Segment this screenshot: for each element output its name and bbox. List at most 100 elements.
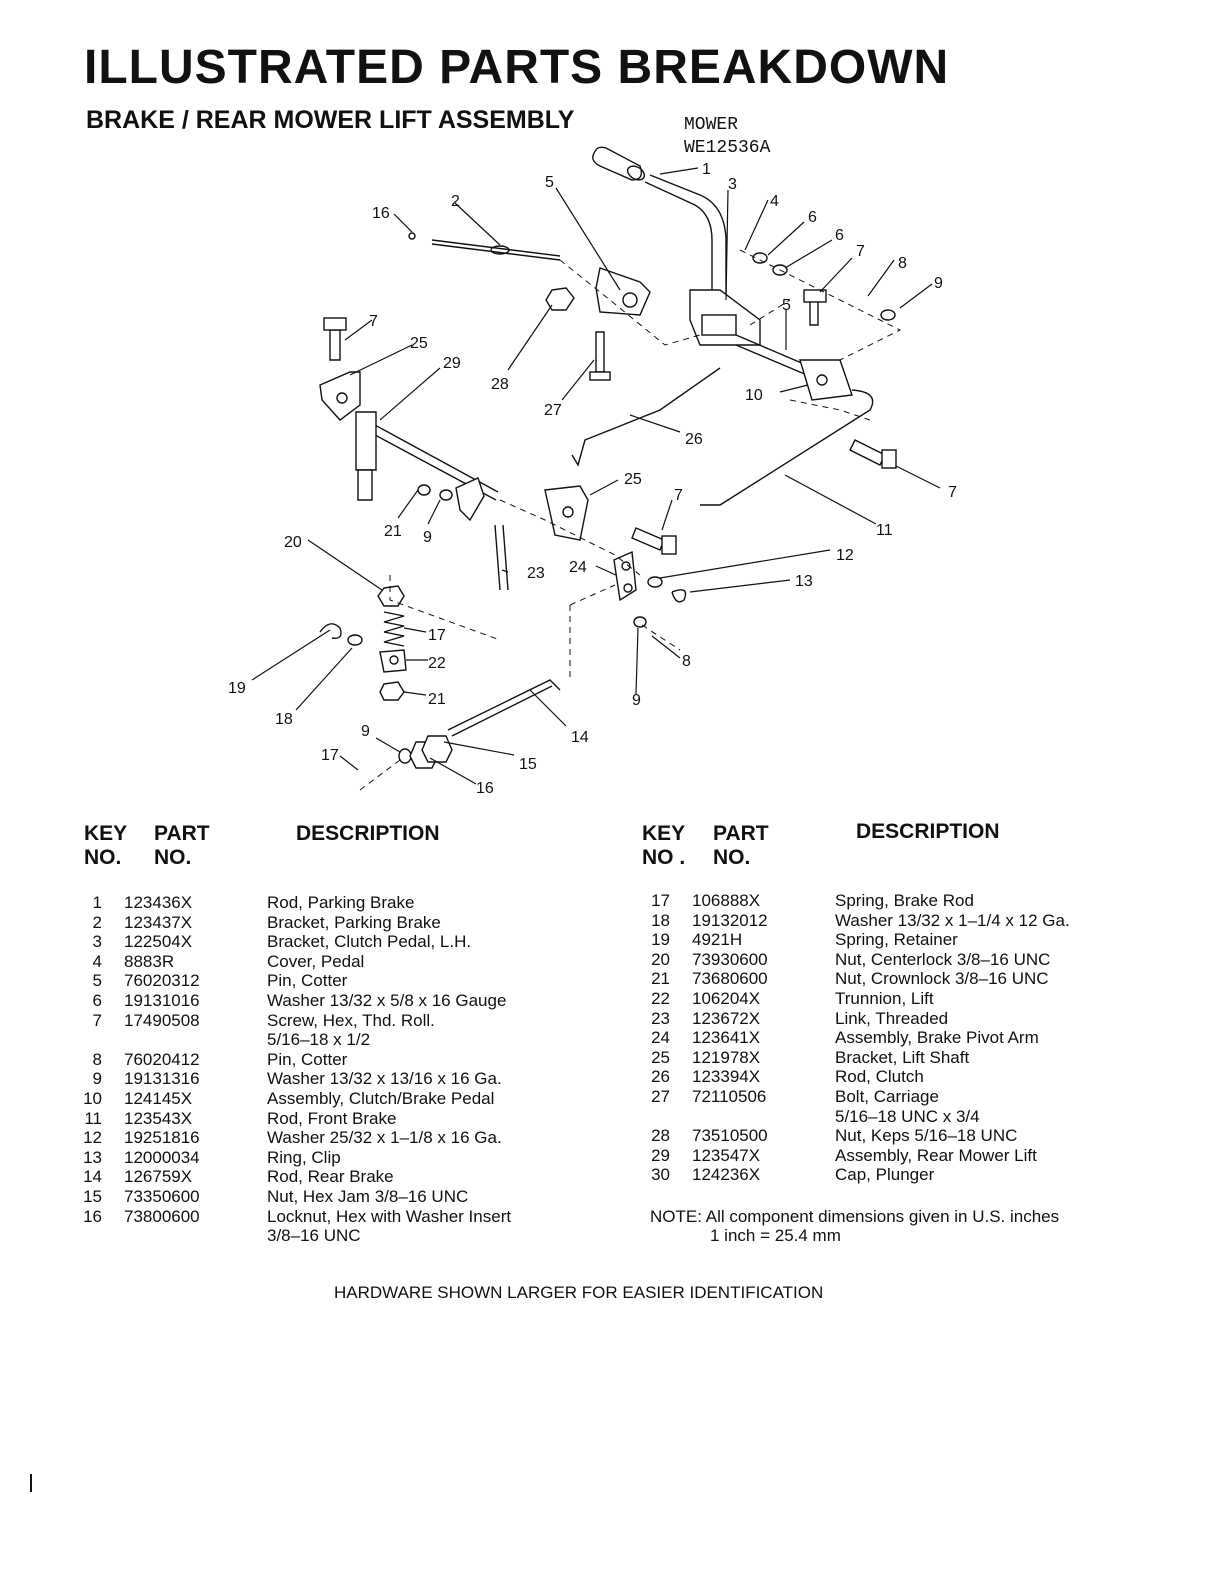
callout-20: 20 — [284, 534, 302, 551]
callout-28: 28 — [491, 376, 509, 393]
parts-table-row: 7 17490508 Screw, Hex, Thd. Roll. — [72, 1011, 511, 1031]
description-cell: Bracket, Clutch Pedal, L.H. — [267, 932, 472, 952]
description-cell: Rod, Clutch — [835, 1067, 924, 1087]
key-no-cell: 14 — [83, 1167, 102, 1187]
callout-24: 24 — [569, 559, 587, 576]
part-no-cell: 73680600 — [692, 969, 768, 989]
part-no-cell: 73350600 — [124, 1186, 200, 1206]
callout-6-lower: 6 — [835, 227, 844, 244]
callout-8-lower: 8 — [682, 653, 691, 670]
callout-9-mid: 9 — [423, 529, 432, 546]
key-no-cell: 9 — [92, 1069, 102, 1089]
key-no-cell: 10 — [83, 1088, 102, 1108]
callout-15: 15 — [519, 756, 537, 773]
leader-lines — [251, 167, 941, 785]
part-no-cell: 19251816 — [124, 1128, 200, 1148]
description-cell: Nut, Crownlock 3/8–16 UNC — [835, 969, 1049, 989]
hex-screw-center — [631, 527, 665, 551]
part-no-cell: 123672X — [692, 1008, 761, 1028]
description-cell: Screw, Hex, Thd. Roll. — [267, 1010, 435, 1030]
callout-23: 23 — [527, 565, 545, 582]
description-cell: Locknut, Hex with Washer Insert — [267, 1206, 512, 1226]
callout-labels: 1 3 2 5 4 6 6 7 8 9 5 10 16 7 25 29 28 2… — [228, 161, 957, 797]
key-no-cell: 16 — [83, 1206, 102, 1226]
part-no-cell: 73930600 — [692, 949, 768, 969]
clutch-pedal-bracket — [644, 174, 727, 301]
callout-25-center: 25 — [624, 471, 642, 488]
description-cell: 5/16–18 x 1/2 — [267, 1030, 371, 1050]
left-part-header: PART NO. — [154, 822, 210, 870]
diagram-parts — [319, 146, 897, 769]
part-no-cell: 73800600 — [124, 1206, 200, 1226]
description-cell: Nut, Centerlock 3/8–16 UNC — [835, 949, 1051, 969]
dimensions-note: NOTE: All component dimensions given in … — [650, 1207, 1059, 1245]
part-no-cell: 17490508 — [124, 1010, 200, 1030]
description-cell: Link, Threaded — [835, 1008, 949, 1028]
model-number: WE12536A — [684, 138, 771, 158]
key-no-cell: 12 — [83, 1128, 102, 1148]
parts-table-row: 5/16–18 x 1/2 — [72, 1030, 511, 1050]
description-cell: Trunnion, Lift — [835, 988, 934, 1008]
callout-25-left: 25 — [410, 335, 428, 352]
front-brake-rod — [700, 389, 874, 506]
left-key-header: KEY NO. — [84, 822, 127, 870]
hex-screw-right — [849, 439, 886, 466]
callout-12: 12 — [836, 547, 854, 564]
callout-7-left: 7 — [369, 313, 378, 330]
description-cell: Washer 13/32 x 5/8 x 16 Gauge — [267, 990, 507, 1010]
part-no-cell: 123437X — [124, 912, 193, 932]
callout-21-lower: 21 — [428, 691, 446, 708]
lift-shaft-bracket-left — [319, 371, 361, 421]
callout-19: 19 — [228, 680, 246, 697]
clutch-rod — [571, 367, 721, 467]
part-header-line2-right: NO. — [713, 846, 751, 869]
description-cell: Bolt, Carriage — [835, 1086, 939, 1106]
key-no-cell: 28 — [651, 1126, 670, 1146]
key-no-cell: 2 — [92, 912, 102, 932]
callout-27: 27 — [544, 402, 562, 419]
key-header-line1: KEY — [84, 822, 128, 845]
key-no-cell: 17 — [651, 891, 670, 910]
callout-13: 13 — [795, 573, 813, 590]
part-no-cell: 126759X — [124, 1167, 193, 1187]
note-line-2: 1 inch = 25.4 mm — [710, 1226, 841, 1245]
key-no-cell: 22 — [651, 988, 670, 1008]
part-no-cell: 124145X — [124, 1088, 193, 1108]
part-header-line1-right: PART — [713, 822, 769, 845]
key-no-cell — [72, 1030, 124, 1050]
model-line-1: MOWER — [684, 115, 739, 135]
callout-17-lower: 17 — [321, 747, 339, 764]
left-description-header: DESCRIPTION — [296, 822, 440, 845]
callout-3: 3 — [728, 176, 737, 193]
key-no-cell: 27 — [651, 1086, 670, 1106]
callout-14: 14 — [571, 729, 589, 746]
part-no-cell: 124236X — [692, 1165, 761, 1185]
callout-2: 5 — [545, 174, 554, 191]
part-no-cell — [692, 1107, 835, 1127]
lift-trunnion — [379, 649, 407, 673]
part-no-cell: 72110506 — [692, 1086, 767, 1106]
part-no-cell: 8883R — [124, 951, 175, 971]
description-cell: Ring, Clip — [267, 1147, 341, 1167]
callout-7-center: 7 — [674, 487, 683, 504]
rear-brake-rod — [447, 679, 561, 737]
key-no-cell: 3 — [92, 932, 102, 952]
part-no-cell: 76020412 — [124, 1049, 200, 1069]
key-no-cell: 19 — [651, 930, 670, 950]
part-no-cell: 19131316 — [124, 1069, 200, 1089]
key-no-cell: 7 — [92, 1010, 102, 1030]
callout-21-upper: 21 — [384, 523, 402, 540]
description-cell: Nut, Keps 5/16–18 UNC — [835, 1126, 1018, 1146]
part-header-line2: NO. — [154, 846, 192, 869]
callout-9-lower: 9 — [361, 723, 370, 740]
